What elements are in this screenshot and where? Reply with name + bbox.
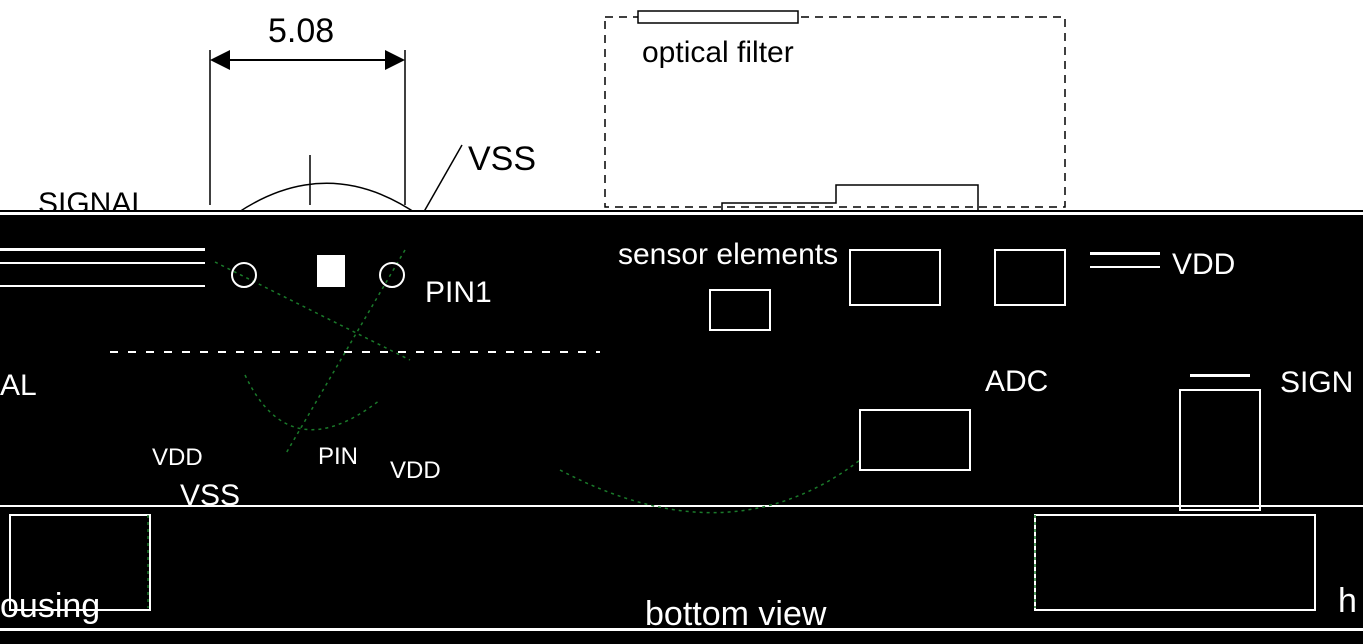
trace-band <box>0 285 205 287</box>
sensor-block <box>849 249 941 306</box>
trace-band <box>0 248 205 251</box>
sensor-mount-outline <box>721 184 979 210</box>
pin-crossing-lines <box>147 249 1036 608</box>
pin1-marker <box>379 262 405 288</box>
trace-band <box>0 628 1363 631</box>
optical-filter-element <box>637 10 799 24</box>
pin2-label: PIN2 <box>222 226 289 259</box>
adc-block <box>859 409 971 471</box>
pin-center-block <box>317 255 345 287</box>
trace-band <box>0 262 205 264</box>
pin-cross-line <box>214 261 411 361</box>
bottom-arc-left <box>244 374 381 431</box>
housing-outline-left <box>9 514 151 611</box>
trace-band <box>0 505 1363 507</box>
optical-filter-dashed-frame <box>604 16 1066 208</box>
vss-top-label: VSS <box>468 140 536 178</box>
adc-label: ADC <box>985 365 1048 398</box>
pin-cross-line <box>284 249 406 456</box>
optical-filter-label: optical filter <box>642 36 794 69</box>
trace-band <box>1190 374 1250 377</box>
pin2-marker <box>231 262 257 288</box>
al-left-label: AL <box>0 369 37 402</box>
dimension-value: 5.08 <box>268 12 334 50</box>
trace-band <box>1090 266 1160 268</box>
sensor-block <box>709 289 771 331</box>
trace-band <box>1090 252 1160 255</box>
housing-outline-right <box>1034 514 1316 611</box>
optical-filter-assembly: optical filter <box>604 10 1066 210</box>
housing-right-label: h <box>1338 582 1357 620</box>
sensor-element-blocks <box>9 249 1316 611</box>
circuit-labels: PIN2 PIN1 sensor elements VDD AL ADC SIG… <box>0 226 1357 633</box>
bottom-view-label: bottom view <box>645 595 827 633</box>
housing-left-label: ousing <box>0 587 100 625</box>
signal-right-label: SIGN <box>1280 366 1353 399</box>
circuit-region-background <box>0 210 1363 644</box>
sensor-elements-label: sensor elements <box>618 238 838 271</box>
pin-markers <box>231 255 405 288</box>
vdd-bottom-mid-label: VDD <box>390 457 441 484</box>
sensor-block <box>994 249 1066 306</box>
circuit-trace-bands <box>0 212 1363 631</box>
pin-bottom-label: PIN <box>318 443 358 470</box>
trace-band <box>0 212 1363 215</box>
output-block <box>1179 389 1261 511</box>
vss-bottom-label: VSS <box>180 479 240 512</box>
dimension-annotation: 5.08 <box>209 12 406 205</box>
pin1-label: PIN1 <box>425 276 492 309</box>
vdd-right-label: VDD <box>1172 248 1235 281</box>
vdd-bottom-left-label: VDD <box>152 444 203 471</box>
